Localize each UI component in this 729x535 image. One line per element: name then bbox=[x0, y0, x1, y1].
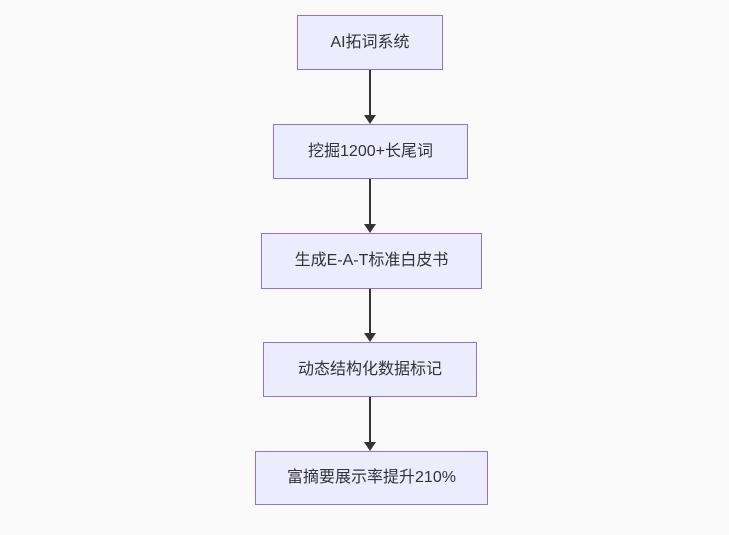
node-label: 挖掘1200+长尾词 bbox=[308, 142, 433, 160]
arrow-down-icon bbox=[364, 289, 376, 342]
flowchart-node-dynamic-structured-data-markup: 动态结构化数据标记 bbox=[263, 342, 477, 397]
node-label: AI拓词系统 bbox=[330, 33, 410, 51]
node-label: 富摘要展示率提升210% bbox=[287, 469, 456, 486]
arrow-down-icon bbox=[364, 70, 376, 124]
flowchart-node-ai-word-expansion-system: AI拓词系统 bbox=[297, 15, 443, 70]
arrow-down-icon bbox=[364, 179, 376, 233]
flowchart-node-mine-longtail-keywords: 挖掘1200+长尾词 bbox=[273, 124, 468, 179]
arrow-down-icon bbox=[364, 397, 376, 451]
flowchart-node-rich-snippet-rate-increase: 富摘要展示率提升210% bbox=[255, 451, 488, 505]
node-label: 生成E-A-T标准白皮书 bbox=[294, 252, 449, 269]
flowchart-node-generate-eat-whitepaper: 生成E-A-T标准白皮书 bbox=[261, 233, 482, 289]
node-label: 动态结构化数据标记 bbox=[297, 360, 442, 378]
